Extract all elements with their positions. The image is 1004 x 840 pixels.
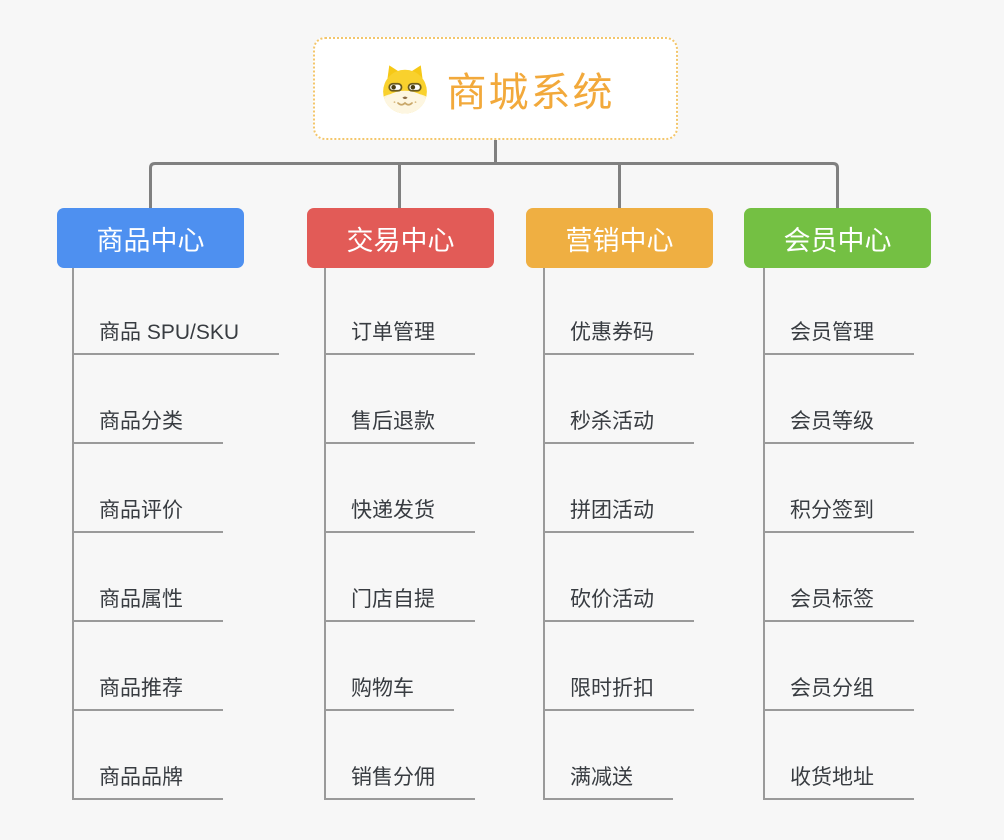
branch-trunk-line	[763, 268, 765, 800]
child-topic[interactable]: 会员管理	[763, 266, 914, 355]
branch-label: 交易中心	[346, 225, 455, 256]
child-topic-label: 限时折扣	[570, 677, 654, 700]
branch-children-trade: 订单管理 售后退款 快递发货 门店自提 购物车 销售分佣	[324, 266, 475, 800]
child-topic-label: 会员分组	[790, 677, 874, 700]
child-topic[interactable]: 销售分佣	[324, 711, 475, 800]
child-topic-label: 销售分佣	[351, 766, 435, 789]
child-topic[interactable]: 会员等级	[763, 355, 914, 444]
child-topic-label: 砍价活动	[570, 588, 654, 611]
child-topic-label: 秒杀活动	[570, 410, 654, 433]
child-topic-label: 拼团活动	[570, 499, 654, 522]
branch-children-product: 商品 SPU/SKU 商品分类 商品评价 商品属性 商品推荐 商品品牌	[72, 266, 280, 800]
child-topic[interactable]: 商品 SPU/SKU	[72, 266, 280, 355]
child-topic[interactable]: 秒杀活动	[543, 355, 694, 444]
child-topic-label: 商品 SPU/SKU	[99, 321, 240, 344]
child-topic[interactable]: 售后退款	[324, 355, 475, 444]
child-topic-label: 订单管理	[351, 321, 435, 344]
root-title: 商城系统	[446, 70, 615, 115]
child-topic-label: 门店自提	[351, 588, 435, 611]
child-topic[interactable]: 会员标签	[763, 533, 914, 622]
child-topic[interactable]: 积分签到	[763, 444, 914, 533]
child-topic[interactable]: 订单管理	[324, 266, 475, 355]
branch-trunk-line	[324, 268, 326, 800]
child-topic[interactable]: 商品品牌	[72, 711, 223, 800]
branch-label: 会员中心	[783, 225, 892, 256]
child-topic-label: 积分签到	[790, 499, 874, 522]
child-topic-label: 购物车	[351, 677, 414, 700]
child-topic[interactable]: 商品推荐	[72, 622, 223, 711]
dog-face-icon	[382, 64, 427, 113]
child-topic[interactable]: 商品属性	[72, 533, 223, 622]
branch-label: 营销中心	[565, 225, 674, 256]
child-topic[interactable]: 购物车	[324, 622, 454, 711]
child-topic[interactable]: 商品分类	[72, 355, 223, 444]
child-topic-label: 商品评价	[99, 499, 183, 522]
child-topic-label: 优惠券码	[570, 321, 654, 344]
branch-node-member-center[interactable]: 会员中心	[744, 208, 931, 268]
child-topic[interactable]: 商品评价	[72, 444, 223, 533]
branch-children-marketing: 优惠券码 秒杀活动 拼团活动 砍价活动 限时折扣 满减送	[543, 266, 694, 800]
child-topic[interactable]: 优惠券码	[543, 266, 694, 355]
child-topic[interactable]: 门店自提	[324, 533, 475, 622]
child-topic-label: 商品分类	[99, 410, 183, 433]
child-topic-label: 商品属性	[99, 588, 183, 611]
child-topic-label: 商品推荐	[99, 677, 183, 700]
child-topic-label: 会员标签	[790, 588, 874, 611]
child-topic-label: 会员管理	[790, 321, 874, 344]
root-node[interactable]: 商城系统	[313, 37, 678, 140]
branch-label: 商品中心	[96, 225, 205, 256]
branch-node-trade-center[interactable]: 交易中心	[307, 208, 494, 268]
child-topic[interactable]: 会员分组	[763, 622, 914, 711]
child-topic[interactable]: 限时折扣	[543, 622, 694, 711]
branch-trunk-line	[72, 268, 74, 800]
child-topic-label: 会员等级	[790, 410, 874, 433]
child-topic-label: 满减送	[570, 766, 633, 789]
branch-node-product-center[interactable]: 商品中心	[57, 208, 244, 268]
child-topic-label: 售后退款	[351, 410, 435, 433]
branch-node-marketing-center[interactable]: 营销中心	[526, 208, 713, 268]
child-topic[interactable]: 收货地址	[763, 711, 914, 800]
branch-children-member: 会员管理 会员等级 积分签到 会员标签 会员分组 收货地址	[763, 266, 914, 800]
child-topic[interactable]: 砍价活动	[543, 533, 694, 622]
branch-trunk-line	[543, 268, 545, 800]
child-topic-label: 快递发货	[351, 499, 435, 522]
child-topic-label: 收货地址	[790, 766, 874, 789]
child-topic[interactable]: 快递发货	[324, 444, 475, 533]
child-topic-label: 商品品牌	[99, 766, 183, 789]
child-topic[interactable]: 满减送	[543, 711, 673, 800]
child-topic[interactable]: 拼团活动	[543, 444, 694, 533]
